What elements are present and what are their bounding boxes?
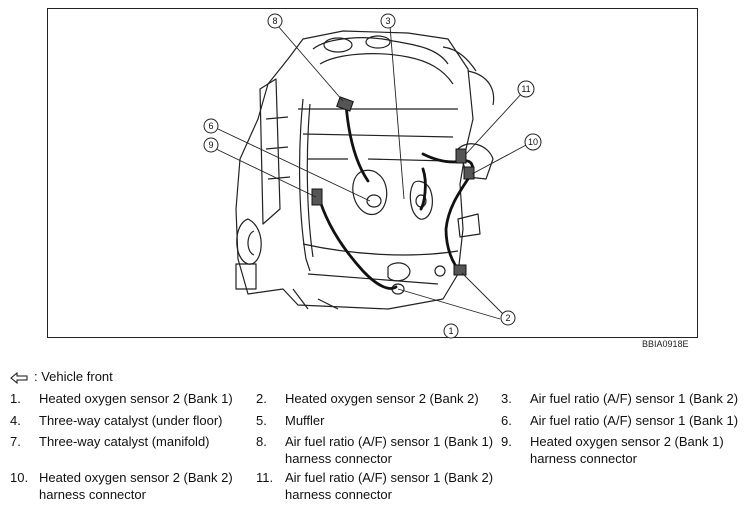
svg-text:9: 9 xyxy=(208,140,213,150)
callout-3: 3 xyxy=(380,13,396,29)
engine-diagram-frame: 8 3 6 9 11 10 xyxy=(47,8,698,339)
legend-label: Heated oxygen sensor 2 (Bank 2) xyxy=(285,391,479,406)
svg-text:6: 6 xyxy=(208,121,213,131)
legend-label: Three-way catalyst (under floor) xyxy=(39,413,223,428)
callout-9: 9 xyxy=(203,137,219,153)
legend-num: 2. xyxy=(256,391,267,406)
legend-label: Muffler xyxy=(285,413,325,428)
legend-num: 5. xyxy=(256,413,267,428)
legend-num: 4. xyxy=(10,413,21,428)
legend-label-line2: harness connector xyxy=(285,451,392,466)
legend-label: Air fuel ratio (A/F) sensor 1 (Bank 2) xyxy=(530,391,739,406)
legend-num: 10. xyxy=(10,470,29,485)
legend-label: Heated oxygen sensor 2 (Bank 1) xyxy=(530,434,724,449)
legend-label-line2: harness connector xyxy=(285,487,392,502)
callout-11: 11 xyxy=(517,80,535,98)
svg-text:2: 2 xyxy=(505,313,510,323)
svg-text:8: 8 xyxy=(272,16,277,26)
callout-2: 2 xyxy=(500,310,516,326)
legend-num: 3. xyxy=(501,391,512,406)
svg-text:3: 3 xyxy=(385,16,390,26)
legend-num: 8. xyxy=(256,434,267,449)
legend-label: Air fuel ratio (A/F) sensor 1 (Bank 1) xyxy=(285,434,494,449)
legend-num: 9. xyxy=(501,434,512,449)
callout-1: 1 xyxy=(443,323,459,339)
legend-label: Three-way catalyst (manifold) xyxy=(39,434,210,449)
svg-text:10: 10 xyxy=(528,137,538,147)
legend-num: 11. xyxy=(256,470,274,485)
legend-label-line2: harness connector xyxy=(530,451,637,466)
legend-label: Air fuel ratio (A/F) sensor 1 (Bank 2) xyxy=(285,470,494,485)
vehicle-front-legend: : Vehicle front xyxy=(10,369,113,384)
legend-num: 7. xyxy=(10,434,21,449)
legend-num: 6. xyxy=(501,413,512,428)
vehicle-front-label: : Vehicle front xyxy=(34,369,113,384)
legend-label-line2: harness connector xyxy=(39,487,146,502)
figure-code: BBIA0918E xyxy=(642,339,689,349)
legend-label: Air fuel ratio (A/F) sensor 1 (Bank 1) xyxy=(530,413,739,428)
callout-6: 6 xyxy=(203,118,219,134)
callout-8: 8 xyxy=(267,13,283,29)
legend-label: Heated oxygen sensor 2 (Bank 2) xyxy=(39,470,233,485)
arrow-left-outline-icon xyxy=(10,371,28,384)
svg-text:11: 11 xyxy=(521,84,530,94)
engine-illustration: 8 3 6 9 11 10 xyxy=(203,13,542,339)
callout-10: 10 xyxy=(524,133,542,151)
legend-num: 1. xyxy=(10,391,21,406)
svg-text:1: 1 xyxy=(448,326,453,336)
legend-label: Heated oxygen sensor 2 (Bank 1) xyxy=(39,391,233,406)
